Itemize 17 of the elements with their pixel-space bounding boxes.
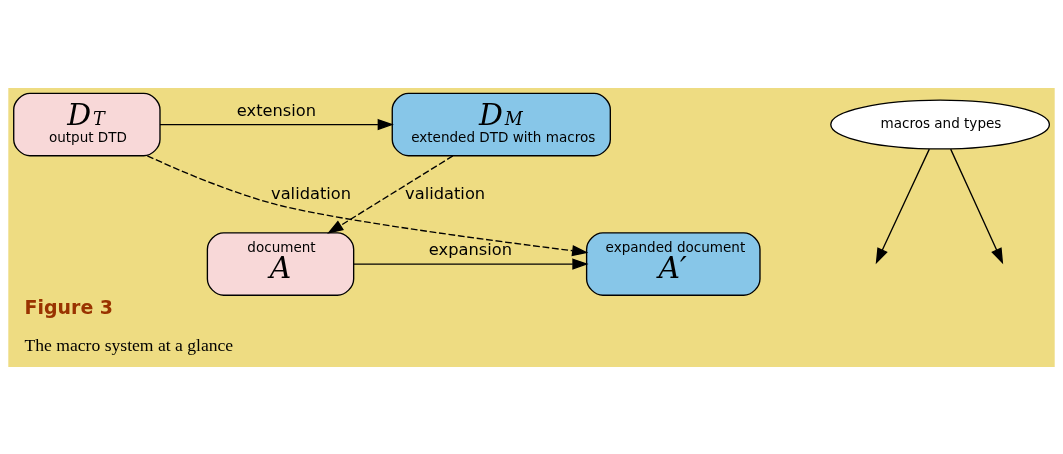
edge-label: validation [271,183,352,203]
node-box: DM extended DTD with macros [391,92,611,156]
node-box: document A [206,231,355,296]
arrow [950,147,1004,264]
arrow [875,147,930,264]
edge-label: expansion [428,239,512,259]
node-box: DT output DTD [13,92,161,156]
arrow [353,257,589,270]
arrow [327,154,454,234]
edge-label: validation [405,183,486,203]
node-box: expanded document A′ [585,231,761,296]
edge-label: extension [236,100,317,120]
diagram-title: Figure 3 [24,295,114,318]
node-ellipse: macros and types [830,99,1051,150]
arrow [159,118,394,130]
caption: The macro system at a glance [24,334,234,355]
arrow [146,154,589,256]
